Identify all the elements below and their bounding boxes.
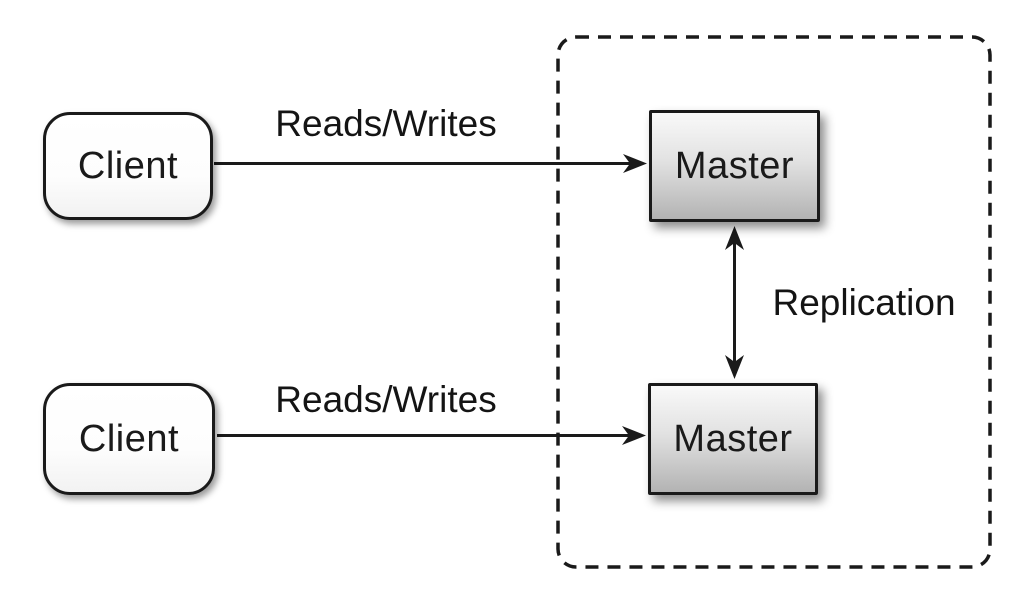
node-client-top-label: Client — [77, 144, 179, 187]
replication-arrowhead-up — [725, 226, 744, 250]
edge-label-replication: Replication — [772, 282, 956, 323]
node-master-top-label: Master — [674, 144, 795, 187]
reads-writes-top-arrowhead — [623, 154, 647, 173]
edge-label-reads-writes-top: Reads/Writes — [275, 103, 497, 144]
node-master-bottom: Master — [648, 383, 818, 495]
reads-writes-bottom-arrowhead — [622, 426, 646, 445]
node-master-top: Master — [649, 110, 820, 222]
master-group-dashed-border — [556, 35, 992, 569]
node-client-bottom-label: Client — [78, 417, 180, 460]
node-client-bottom: Client — [43, 383, 215, 495]
node-master-bottom-label: Master — [673, 417, 793, 460]
edge-label-reads-writes-bottom: Reads/Writes — [275, 379, 497, 420]
node-client-top: Client — [43, 112, 213, 220]
replication-arrowhead-down — [725, 355, 744, 379]
